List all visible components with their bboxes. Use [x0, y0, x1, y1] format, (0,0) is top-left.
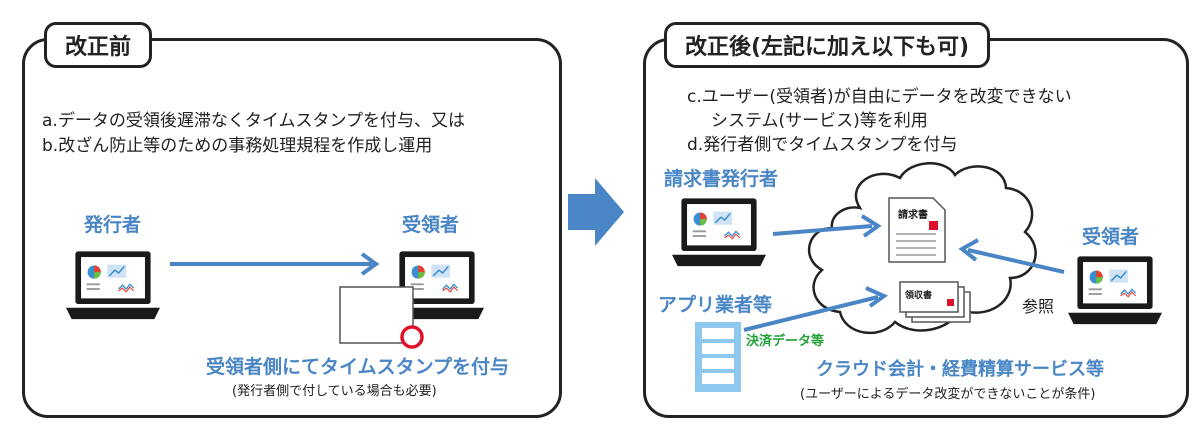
receiver-label: 受領者 [402, 214, 460, 236]
service-caption: クラウド会計・経費精算サービス等 [816, 359, 1104, 380]
condition-b: b.改ざん防止等のための事務処理規程を作成し運用 [42, 136, 433, 156]
vendor-to-cloud-arrow-icon [743, 286, 889, 332]
receipt-document-icon [899, 281, 971, 323]
settlement-data-label: 決済データ等 [746, 334, 825, 349]
send-arrow-icon [170, 252, 380, 276]
issuer-label: 発行者 [84, 214, 142, 236]
invoice-doc-label: 請求書 [898, 210, 928, 221]
stamp-caption: 受領者側にてタイムスタンプを付与 [206, 356, 510, 378]
issuer-to-cloud-arrow-icon [772, 214, 882, 238]
app-vendor-label: アプリ業者等 [658, 294, 773, 316]
condition-c-line2: システム(サービス)等を利用 [711, 111, 928, 131]
timestamp-icon [400, 325, 424, 349]
after-tab: 改正後(左記に加え以下も可) [664, 22, 991, 68]
condition-a: a.データの受領後遅滞なくタイムスタンプを付与、又は [42, 111, 465, 131]
transition-arrow-icon [568, 178, 624, 246]
invoice-issuer-laptop-icon [672, 197, 766, 268]
stamp-note: (発行者側で付している場合も必要) [232, 384, 437, 399]
condition-c-line1: c.ユーザー(受領者)が自由にデータを改変できない [687, 87, 1072, 107]
condition-d: d.発行者側でタイムスタンプを付与 [687, 135, 958, 155]
before-tab: 改正前 [44, 22, 153, 68]
service-note: (ユーザーによるデータ改変ができないことが条件) [800, 387, 1096, 402]
server-icon [695, 322, 741, 392]
before-revision-panel [22, 38, 562, 418]
issuer-laptop-icon [66, 250, 160, 321]
reference-arrow-icon [958, 238, 1065, 274]
receiver-laptop-right-icon [1068, 255, 1162, 326]
invoice-document-icon [888, 197, 946, 263]
invoice-issuer-label: 請求書発行者 [664, 168, 779, 190]
reference-label: 参照 [1022, 297, 1055, 316]
receipt-doc-label: 領収書 [905, 291, 933, 301]
receiver-right-label: 受領者 [1082, 226, 1140, 248]
